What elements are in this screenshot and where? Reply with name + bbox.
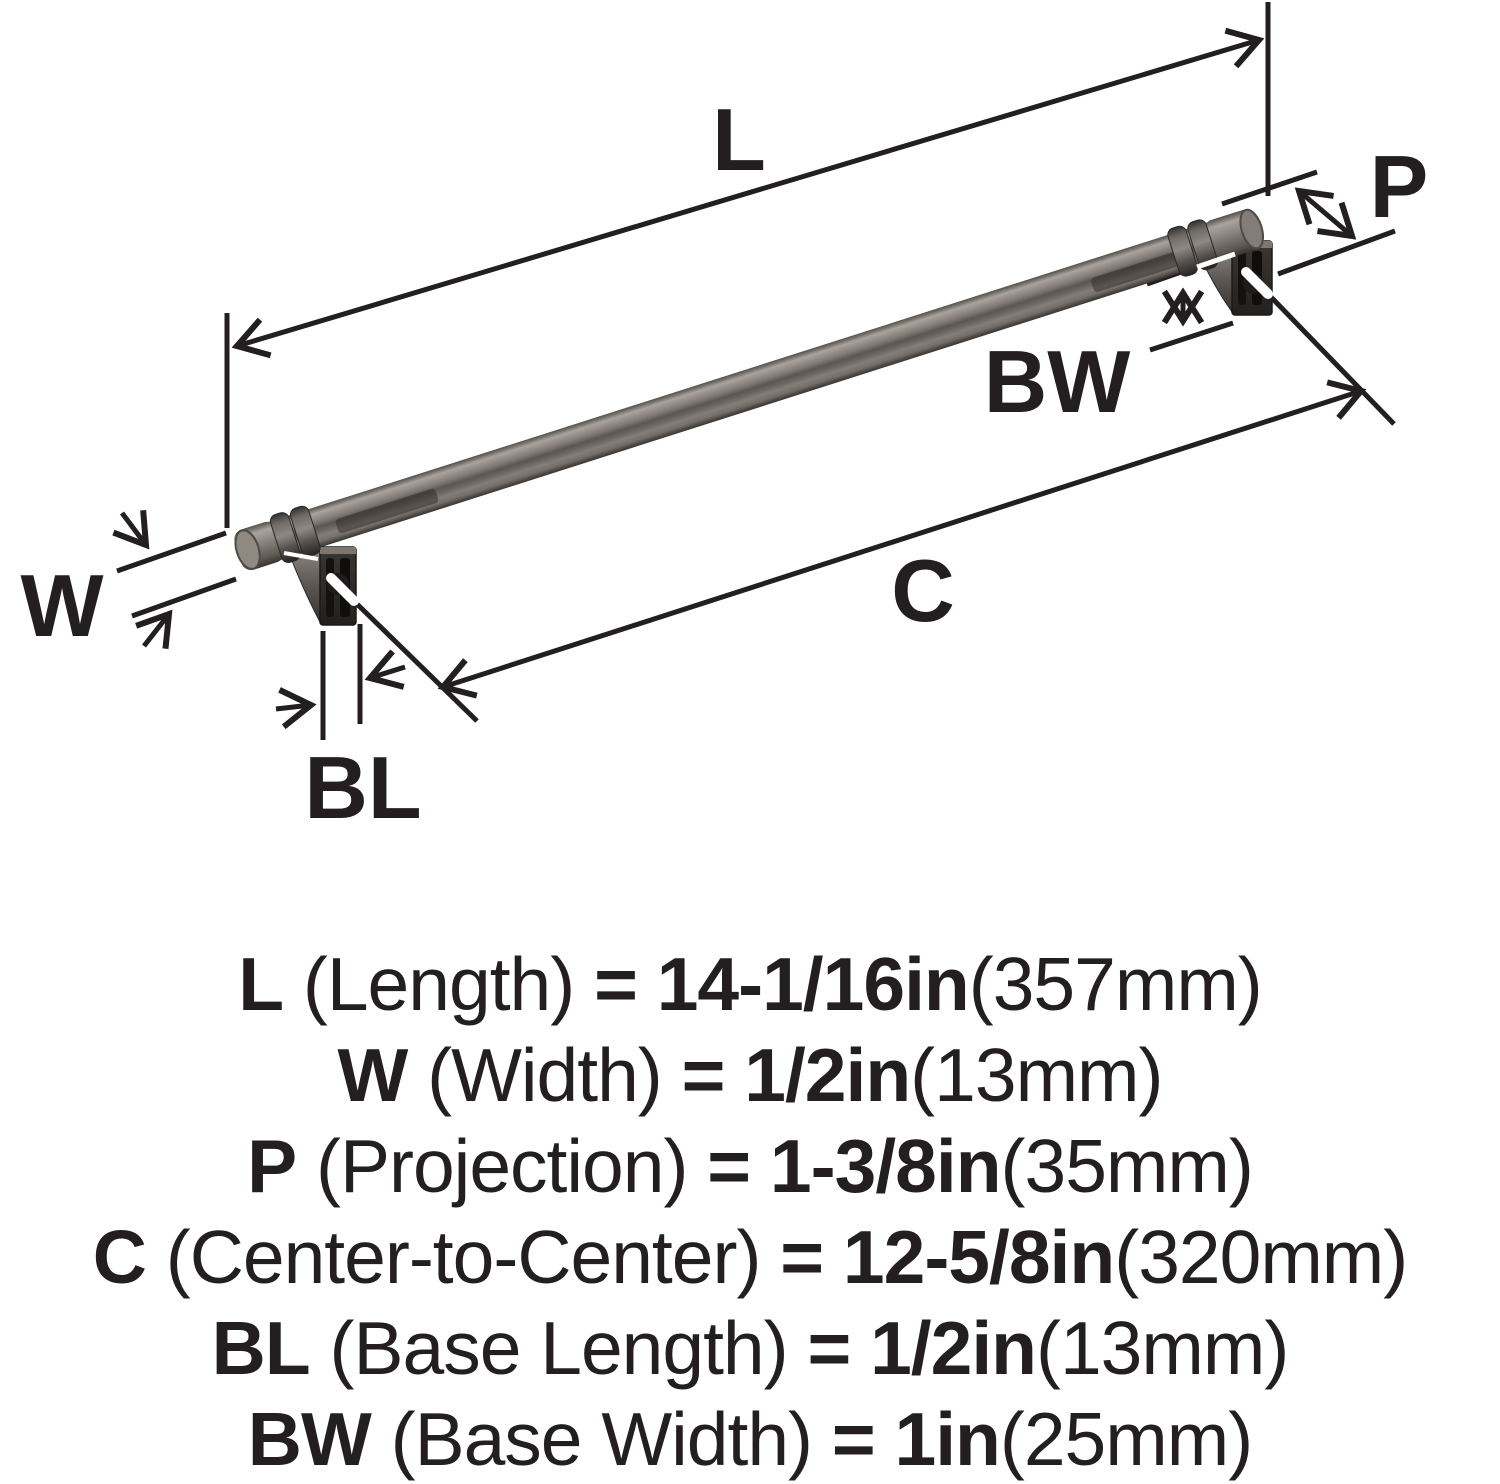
spec-symbol: L [238,942,284,1026]
dim-label-length: L [712,90,766,189]
spec-symbol: W [337,1033,408,1117]
spec-name: (Base Width) [370,1397,832,1481]
base-length-arrow-left [275,687,317,730]
spec-symbol: BL [211,1306,311,1390]
bar-end-face-right [1239,208,1265,250]
dimension-base-length [275,624,406,740]
spec-row-width: W (Width) = 1/2in(13mm) [0,1030,1500,1121]
handle-dimension-drawing: L P BW C W BL [20,2,1429,837]
width-line-lower [131,576,237,619]
dim-label-projection: P [1370,137,1429,236]
spec-metric: (320mm) [1114,1215,1408,1299]
spec-row-base-width: BW (Base Width) = 1in(25mm) [0,1394,1500,1484]
pull-bar [234,208,1265,571]
length-arrow-line [231,27,1265,359]
projection-arrow-line [1294,187,1357,240]
dimension-length [224,2,1271,528]
center-extension-left [355,602,479,723]
spec-list: L (Length) = 14-1/16in(357mm) W (Width) … [0,939,1500,1484]
bar-body [248,215,1242,567]
screw-slash-right [1241,267,1273,299]
dimension-width [112,509,237,650]
width-line-upper [116,530,227,574]
spec-name: (Width) [407,1033,682,1117]
center-arrow-line [437,379,1367,699]
spec-row-center-to-center: C (Center-to-Center) = 12-5/8in(320mm) [0,1212,1500,1303]
spec-value: = 1in [831,1397,1001,1481]
dim-label-width: W [20,556,103,655]
spec-name: (Base Length) [309,1306,808,1390]
spec-value: = 1/2in [807,1306,1037,1390]
spec-row-base-length: BL (Base Length) = 1/2in(13mm) [0,1303,1500,1394]
dim-label-base-length: BL [304,738,421,837]
spec-metric: (357mm) [968,942,1263,1026]
spec-value: = 1/2in [681,1033,912,1117]
base-length-arrow-right [364,649,406,690]
spec-symbol: P [247,1124,297,1208]
width-arrow-bottom [135,609,173,650]
dim-label-center-to-center: C [891,541,955,640]
spec-metric: (25mm) [999,1397,1253,1481]
dimension-projection [1221,169,1396,277]
center-extension-right [1268,294,1396,426]
spec-name: (Center-to-Center) [145,1215,781,1299]
spec-row-length: L (Length) = 14-1/16in(357mm) [0,939,1500,1030]
bar-collar-left [289,505,321,557]
right-base-slot [1238,251,1246,305]
spec-symbol: BW [247,1397,372,1481]
bar-flat-left [335,488,439,533]
screw-slash-left [326,573,359,606]
bar-collar-left [269,512,301,563]
spec-metric: (13mm) [1036,1306,1289,1390]
projection-extension-lower [1277,228,1396,277]
spec-value: = 12-5/8in [780,1215,1115,1299]
base-separation-left [283,551,319,561]
spec-metric: (35mm) [1000,1124,1254,1208]
projection-extension-upper [1221,169,1318,207]
dim-label-base-width: BW [984,332,1131,431]
bar-collar-right [1167,225,1199,277]
spec-value: = 14-1/16in [594,942,970,1026]
spec-name: (Length) [283,942,595,1026]
bar-collar-right [1187,219,1219,271]
bar-flat-right [1091,251,1184,292]
spec-metric: (13mm) [910,1033,1163,1117]
dimension-center-to-center [437,379,1367,699]
base-separation-right [1196,251,1236,270]
spec-row-projection: P (Projection) = 1-3/8in(35mm) [0,1121,1500,1212]
spec-name: (Projection) [296,1124,708,1208]
base-width-line-lower [1149,320,1234,353]
left-base-top-face [320,547,356,554]
bar-end-face-left [234,529,261,570]
width-arrow-top [112,509,150,550]
spec-value: = 1-3/8in [707,1124,1001,1208]
spec-symbol: C [92,1215,147,1299]
